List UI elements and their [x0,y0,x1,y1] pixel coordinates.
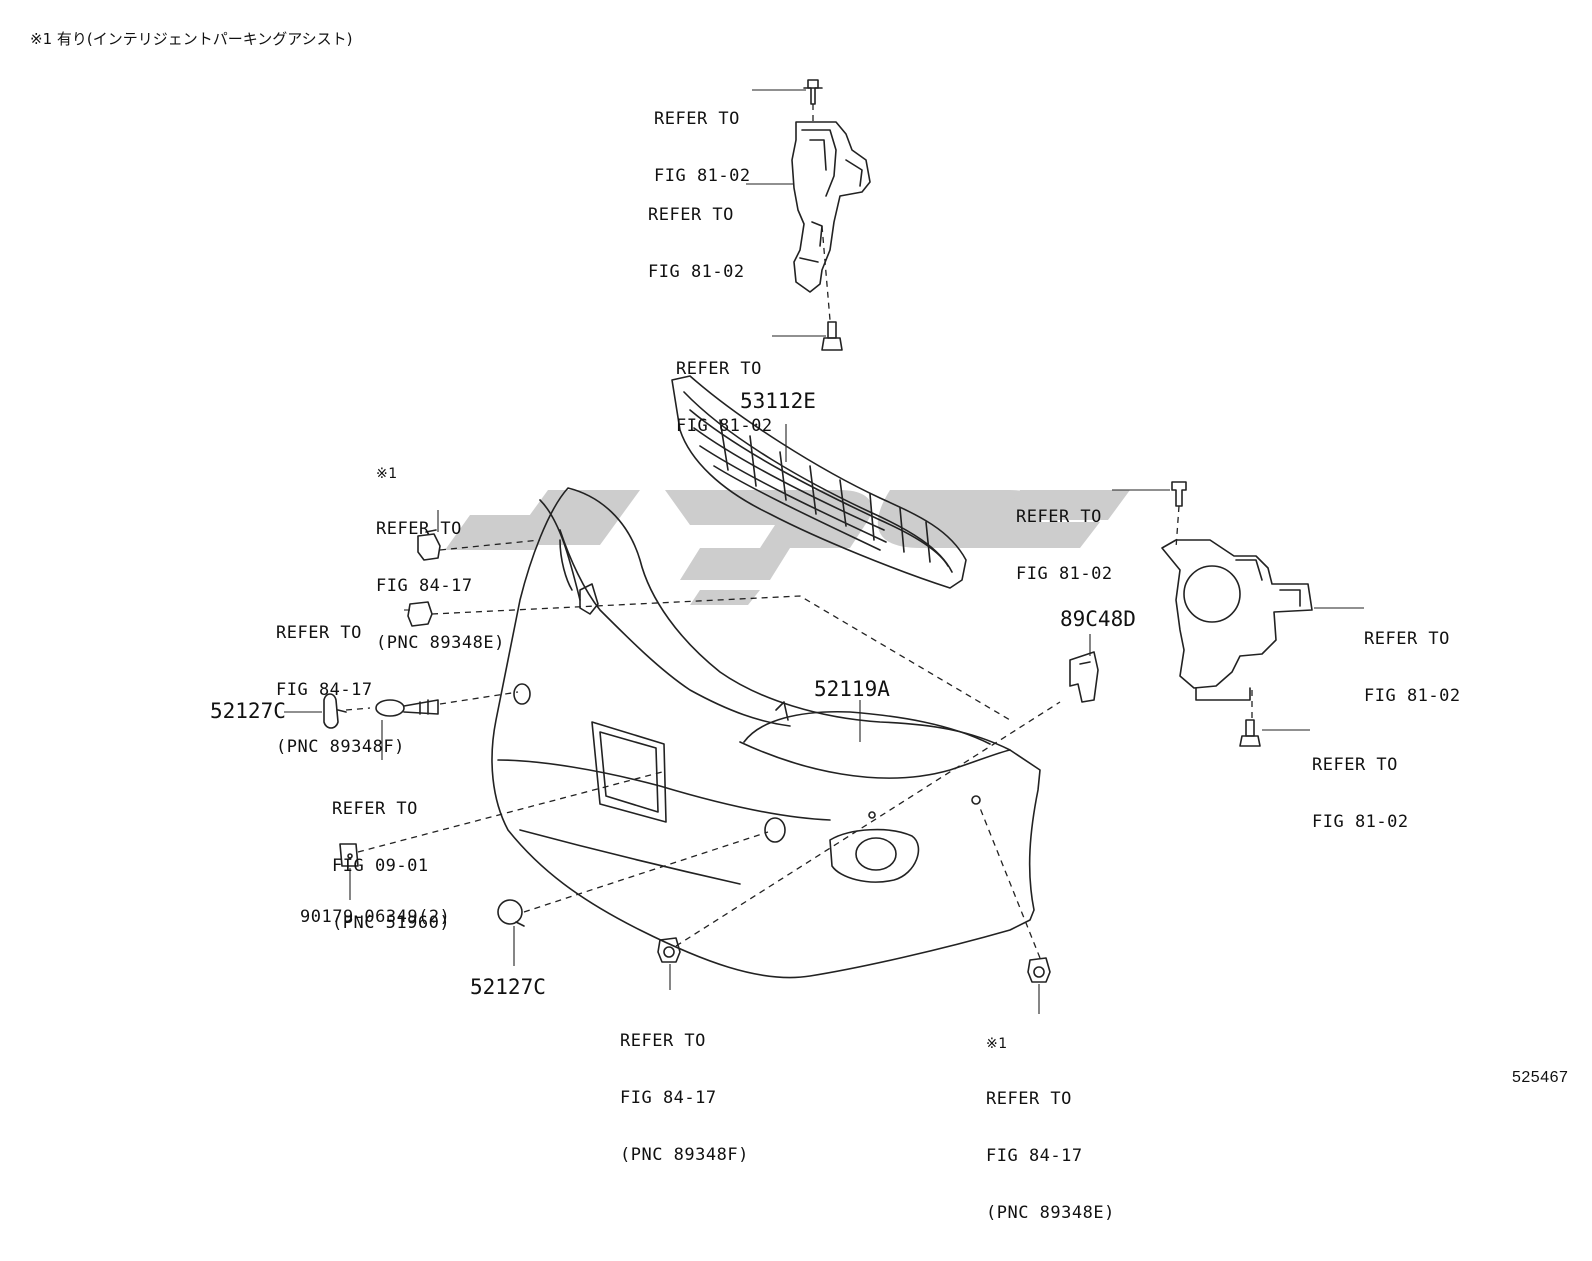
tow-eye-part [375,699,439,717]
part-number-tow-cover-lower: 52127C [470,975,546,999]
figure-number: 525467 [1512,1069,1569,1086]
ref-line: (PNC 89348E) [986,1203,1115,1223]
ref-tow-eye: REFER TO FIG 09-01 (PNC 51960) [332,762,450,971]
ref-line: REFER TO [1364,629,1450,649]
ref-line: FIG 81-02 [648,262,745,282]
ref-line: (PNC 89348E) [376,633,505,653]
ref-line: (PNC 89348F) [620,1145,749,1165]
ref-line: REFER TO [276,623,362,643]
part-number-bracket: 89C48D [1060,607,1136,631]
right-bolt-part [1239,719,1261,747]
ref-line: REFER TO [620,1031,706,1051]
ref-line: FIG 09-01 [332,856,429,876]
tow-cover-left-part [323,693,347,729]
assembly-lines [345,104,1253,959]
note-mark: ※1 [376,466,398,482]
ref-right-bracket: REFER TO FIG 81-02 [1364,592,1461,744]
sensor-mid-left-part [407,601,433,627]
ref-line: FIG 81-02 [1312,812,1409,832]
ref-line: FIG 81-02 [676,416,773,436]
ref-line: FIG 81-02 [654,166,751,186]
ref-line: REFER TO [648,205,734,225]
part-number-clip: 90179-06349(2) [300,907,451,927]
ref-line: REFER TO [986,1089,1072,1109]
ref-line: FIG 81-02 [1016,564,1113,584]
bumper-cover-part [491,487,1041,979]
parts-diagram: ※1 有り(インテリジェントパーキングアシスト) REFER TO FIG 81… [30,30,1569,1223]
ref-top-bolt: REFER TO FIG 81-02 [676,322,773,474]
note-mark: ※1 [986,1036,1008,1052]
watermark-logo [445,490,1130,605]
right-bracket-part [1161,539,1313,701]
ref-line: FIG 84-17 [986,1146,1083,1166]
ref-line: FIG 81-02 [1364,686,1461,706]
ref-line: REFER TO [1312,755,1398,775]
bracket-89c48d-part [1069,651,1099,703]
ref-top-bracket: REFER TO FIG 81-02 [648,168,745,320]
part-number-bumper-cover: 52119A [814,677,890,701]
ref-top-clip: REFER TO FIG 81-02 [654,72,751,224]
ref-line: FIG 84-17 [276,680,373,700]
ref-line: FIG 84-17 [376,576,473,596]
top-bracket-part [791,121,871,293]
sensor-bottom-center-part [657,937,681,963]
ref-sensor-mid-left: REFER TO FIG 84-17 (PNC 89348F) [276,586,405,795]
ref-right-bolt: REFER TO FIG 81-02 [1312,718,1409,870]
sensor-upper-left-part [417,529,441,561]
ref-sensor-bottom-right: ※1 REFER TO FIG 84-17 (PNC 89348E) [986,998,1115,1261]
bumper-illustration [284,79,1364,1014]
ref-line: (PNC 51960) [332,913,451,933]
top-bolt-part [821,321,843,351]
grille-part [671,375,967,589]
ref-line: REFER TO [376,519,462,539]
clip-90179-part [339,843,359,867]
ref-line: REFER TO [676,359,762,379]
ref-line: REFER TO [1016,507,1102,527]
sensor-bottom-right-part [1027,957,1051,983]
right-clip-part [1171,481,1187,507]
ref-line: REFER TO [654,109,740,129]
ref-line: (PNC 89348F) [276,737,405,757]
part-number-tow-cover: 52127C [210,699,286,723]
top-clip-part [803,79,823,105]
header-note: ※1 有り(インテリジェントパーキングアシスト) [30,30,353,48]
part-number-grille: 53112E [740,389,816,413]
ref-sensor-upper-left: ※1 REFER TO FIG 84-17 (PNC 89348E) [376,428,505,691]
tow-cover-lower-part [497,899,525,927]
ref-right-clip: REFER TO FIG 81-02 [1016,470,1113,622]
ref-line: REFER TO [332,799,418,819]
leader-lines [284,89,1364,1014]
